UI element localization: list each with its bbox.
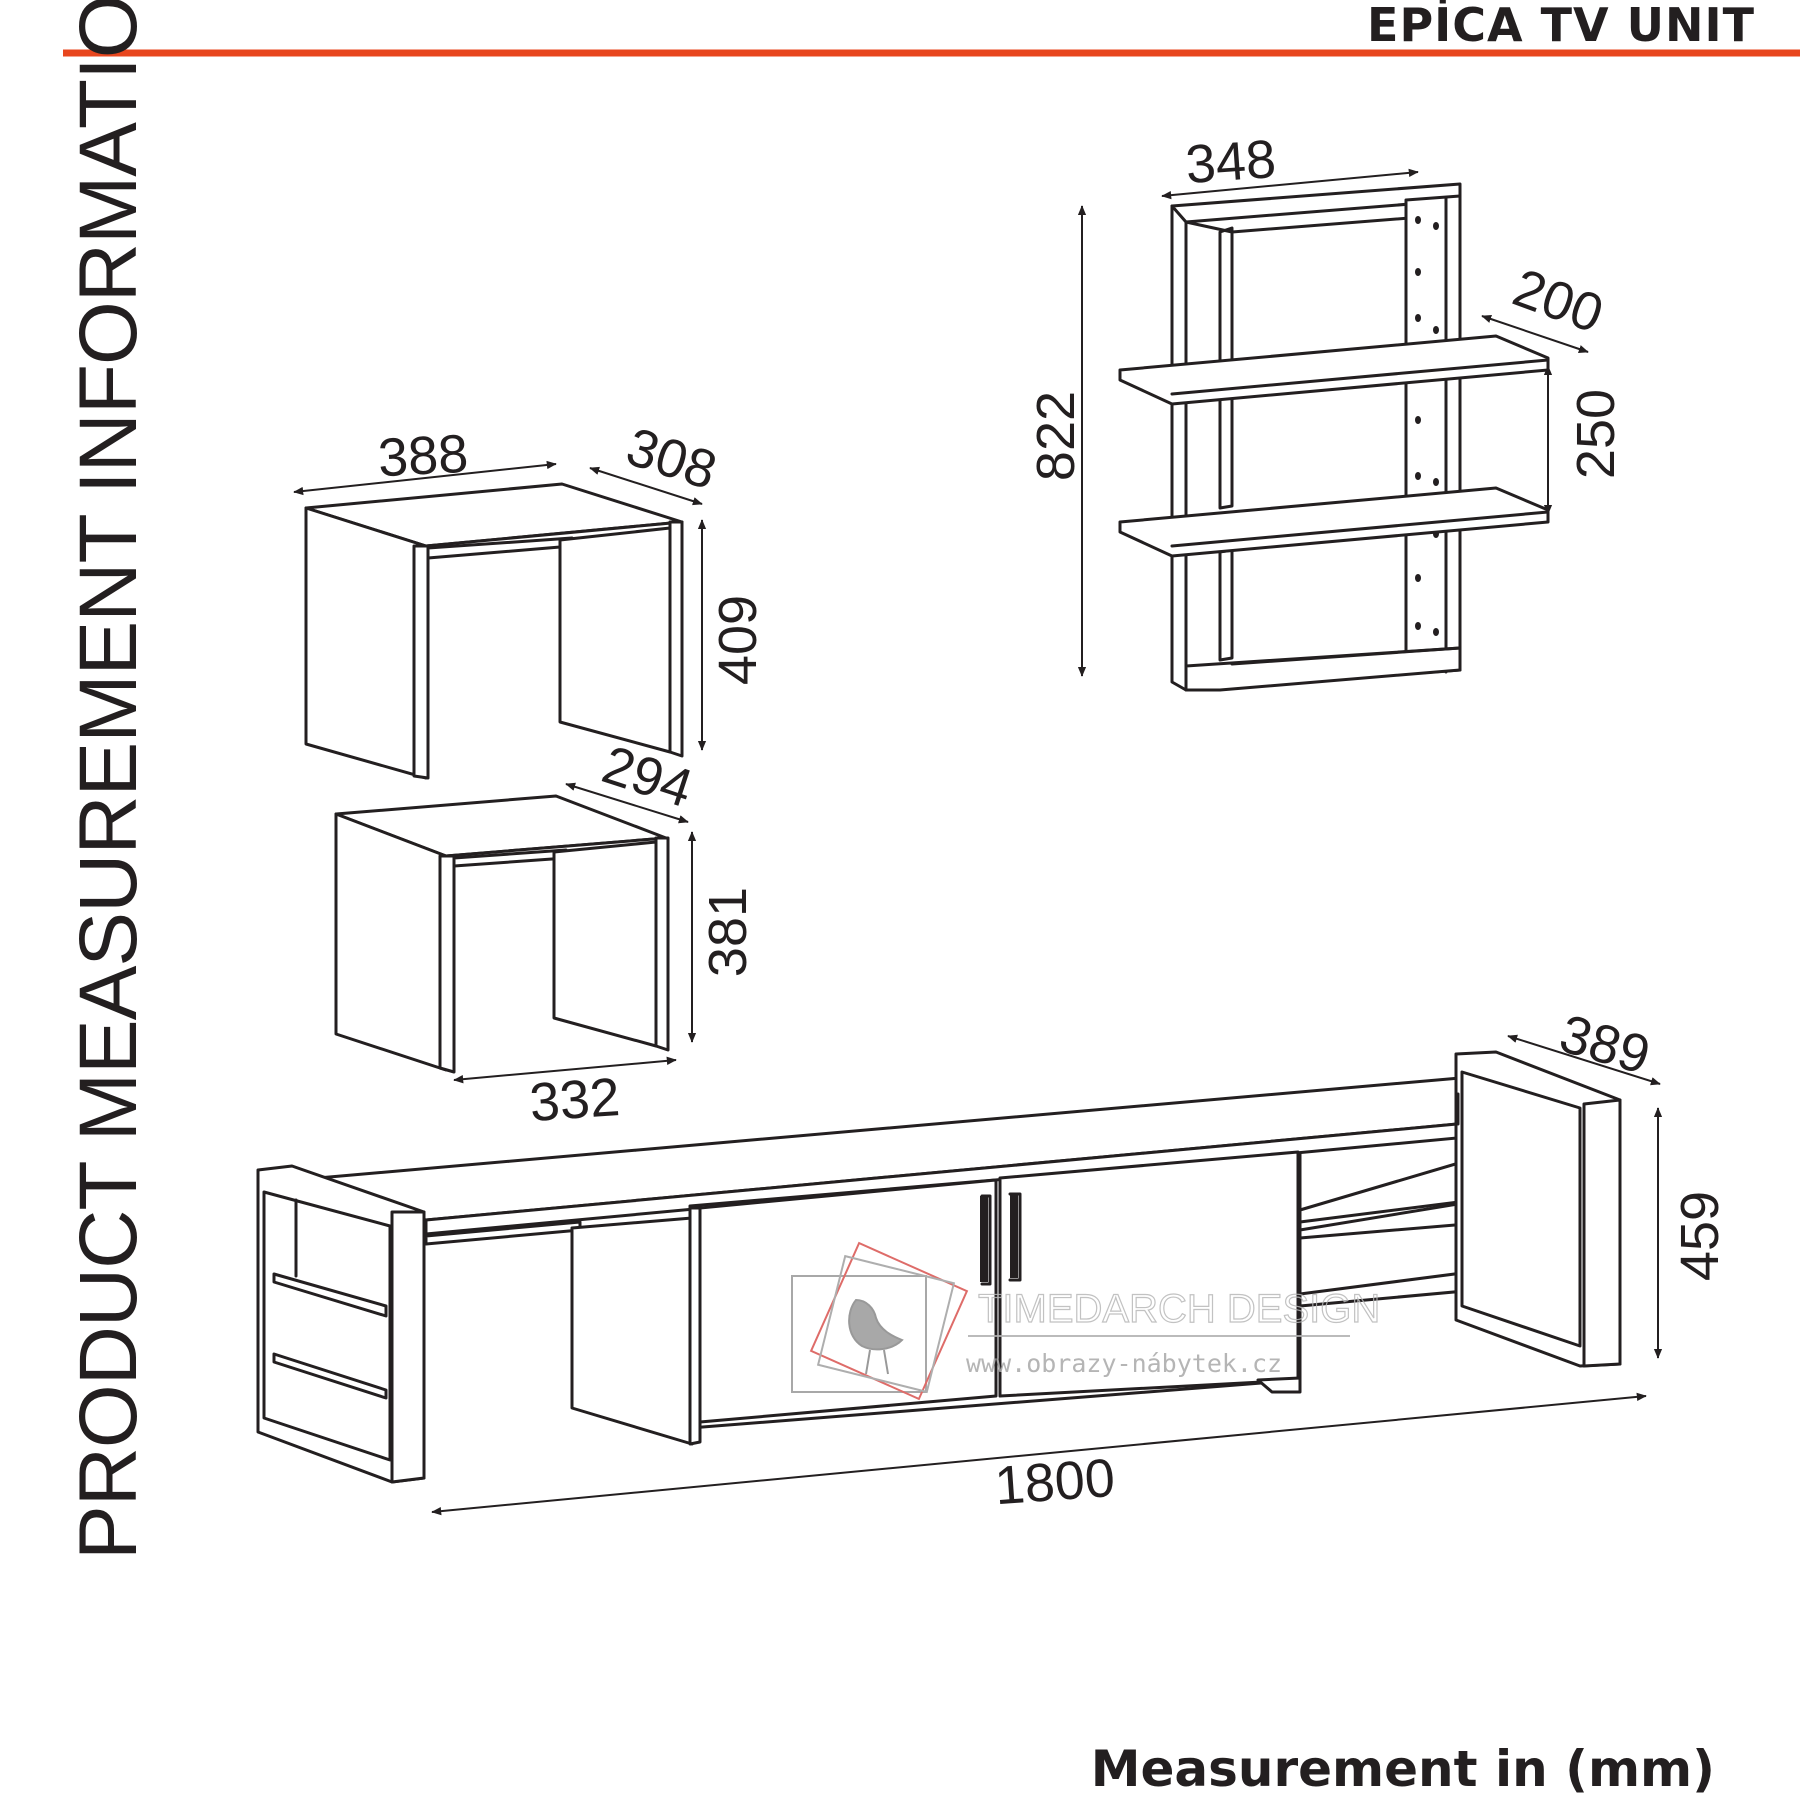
tv-unit-right-frame-inner — [1460, 1070, 1582, 1348]
watermark: TIMEDARCH DESIGN www.obrazy-nábytek.cz — [791, 1241, 1381, 1401]
tv-unit — [256, 1050, 1622, 1484]
wall-shelf-middle-2 — [1118, 486, 1550, 558]
small-table-left-panel — [334, 812, 448, 1072]
dim-wall-shelf-height: 822 — [1026, 391, 1086, 481]
dim-arrow-tv-width — [431, 1392, 1647, 1516]
watermark-chair-icon — [848, 1298, 904, 1375]
dim-small-table-depth: 294 — [595, 734, 699, 819]
dim-large-table-height: 409 — [708, 595, 768, 685]
tv-unit-cabinet-foot — [1256, 1376, 1302, 1394]
large-table — [304, 482, 684, 780]
wall-shelf-left-panel-inner-low — [1218, 548, 1234, 662]
wall-shelf-left-panel-inner-mid — [1218, 388, 1234, 510]
watermark-brand: TIMEDARCH DESIGN — [978, 1287, 1380, 1331]
tv-unit-left-frame-face — [390, 1210, 426, 1484]
wall-shelf-left-panel — [1170, 204, 1188, 692]
watermark-logo-box-grey — [816, 1254, 956, 1394]
side-title: PRODUCT MEASUREMENT INFORMATION — [63, 0, 154, 1560]
small-table-left-panel-edge — [438, 854, 456, 1074]
dim-tv-width: 1800 — [993, 1448, 1117, 1516]
dim-arrow-large-table-depth — [589, 466, 703, 506]
dim-small-table-height: 381 — [698, 887, 758, 977]
dim-large-table-width: 388 — [376, 424, 469, 489]
dim-large-table-depth: 308 — [619, 416, 723, 501]
wall-shelf-right-panel — [1404, 194, 1462, 676]
watermark-url: www.obrazy-nábytek.cz — [966, 1349, 1282, 1378]
wall-shelf-left-panel-inner — [1218, 226, 1234, 380]
watermark-logo-frame — [791, 1275, 927, 1393]
tv-unit-right-frame-face — [1582, 1098, 1622, 1368]
dim-arrow-tv-depth — [1507, 1034, 1661, 1086]
dim-wall-shelf-width: 348 — [1184, 129, 1278, 195]
dim-arrow-small-table-depth — [565, 782, 689, 824]
dim-arrow-large-table-width — [293, 460, 557, 496]
large-table-left-panel-edge — [412, 544, 430, 780]
large-table-right-panel-edge — [668, 520, 684, 758]
dim-wall-shelf-gap: 250 — [1566, 389, 1626, 479]
small-table-right-panel-edge — [654, 836, 670, 1052]
product-title: EPİCA TV UNIT — [1367, 0, 1755, 52]
tv-unit-left-shelf-2 — [272, 1352, 388, 1400]
tv-unit-left-shelf-1 — [272, 1272, 388, 1318]
dim-wall-shelf-depth: 200 — [1506, 257, 1611, 344]
tv-unit-left-frame-inner — [262, 1190, 392, 1462]
dim-small-table-width: 332 — [528, 1067, 622, 1133]
wall-shelf — [1118, 182, 1550, 692]
tv-unit-door-handles — [980, 1192, 1022, 1286]
dim-arrow-small-table-width — [453, 1056, 677, 1084]
small-table — [334, 794, 670, 1074]
dim-tv-height: 459 — [1670, 1191, 1730, 1281]
small-table-right-panel — [552, 840, 658, 1048]
tv-unit-door-left — [698, 1178, 998, 1424]
dim-arrow-wall-shelf-width — [1161, 168, 1419, 200]
large-table-left-panel — [304, 506, 428, 780]
large-table-right-panel — [558, 526, 672, 754]
measurement-unit-note: Measurement in (mm) — [1090, 1740, 1715, 1798]
dim-arrow-wall-shelf-depth — [1481, 315, 1589, 353]
dim-tv-depth: 389 — [1553, 1003, 1656, 1086]
tv-unit-left-leg — [570, 1216, 694, 1446]
